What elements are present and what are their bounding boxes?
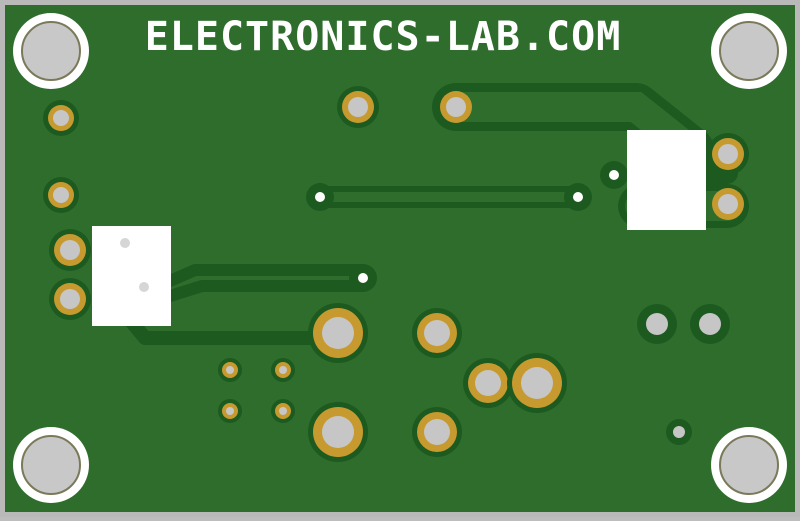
via: [349, 264, 377, 292]
smd-components: [92, 130, 706, 326]
vias: [306, 161, 628, 292]
smd-pad-left: [92, 226, 171, 326]
holes: [637, 304, 730, 445]
trace: [164, 264, 369, 287]
pad: [218, 358, 242, 382]
via: [600, 161, 628, 189]
via: [306, 183, 334, 211]
pad: [308, 402, 368, 462]
mounting-hole: [13, 427, 89, 503]
pad: [412, 407, 462, 457]
pad: [271, 399, 295, 423]
mounting-hole: [711, 427, 787, 503]
mounting-hole: [13, 13, 89, 89]
smd-pad-dot: [120, 238, 130, 248]
pad: [308, 303, 368, 363]
pad: [43, 177, 79, 213]
pad: [49, 278, 91, 320]
via: [564, 183, 592, 211]
pad: [337, 86, 379, 128]
pad: [712, 188, 744, 220]
pad: [271, 358, 295, 382]
pad: [218, 399, 242, 423]
pad: [412, 308, 462, 358]
pad: [507, 353, 567, 413]
smd-pad-dot: [139, 282, 149, 292]
smd-pad-right: [627, 130, 706, 230]
trace: [164, 280, 369, 302]
mounting-holes: [13, 13, 787, 503]
pad: [463, 358, 513, 408]
mounting-hole: [711, 13, 787, 89]
hole: [666, 419, 692, 445]
hole: [637, 304, 677, 344]
pad: [49, 229, 91, 271]
pad: [440, 91, 472, 123]
hole: [690, 304, 730, 344]
pads: [43, 86, 749, 462]
pad: [43, 100, 79, 136]
board-title: ELECTRONICS-LAB.COM: [145, 14, 622, 60]
pad: [707, 133, 749, 175]
